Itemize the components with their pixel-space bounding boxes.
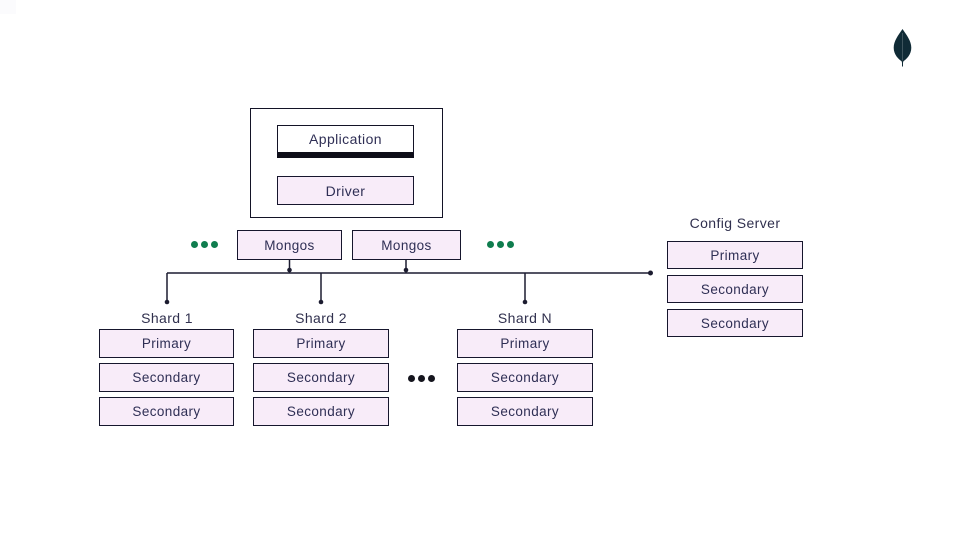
- ellipsis-dot: [211, 241, 218, 248]
- config-server-title: Config Server: [689, 215, 781, 231]
- driver-label: Driver: [325, 182, 366, 199]
- shard-n-connector: [522, 273, 528, 305]
- shard-n-secondary-2-label: Secondary: [490, 404, 560, 419]
- application-label: Application: [309, 131, 382, 147]
- ellipsis-dot: [418, 375, 425, 382]
- shard-n-node-secondary-1: Secondary: [457, 363, 593, 392]
- shard-1-primary-label: Primary: [141, 336, 192, 351]
- shard-ellipsis: [408, 375, 435, 382]
- shard-n-secondary-1-label: Secondary: [490, 370, 560, 385]
- ellipsis-dot: [507, 241, 514, 248]
- ellipsis-dot: [201, 241, 208, 248]
- shard-2-primary-label: Primary: [296, 336, 346, 351]
- shard-2-title: Shard 2: [295, 310, 347, 326]
- shard-2-node-secondary-1: Secondary: [253, 363, 389, 392]
- shard-n-primary-label: Primary: [500, 336, 550, 351]
- corner-artifact: [0, 0, 16, 14]
- mongos-2-connector: [403, 260, 409, 273]
- shard-1-title: Shard 1: [141, 310, 193, 326]
- mongos-2-label: Mongos: [381, 237, 432, 253]
- shard-2-secondary-1-label: Secondary: [286, 370, 356, 385]
- shard-1-secondary-1-label: Secondary: [132, 370, 201, 385]
- mongos-ellipsis-left: [191, 241, 218, 248]
- config-primary-label: Primary: [710, 247, 760, 263]
- shard-n-node-secondary-2: Secondary: [457, 397, 593, 426]
- shard-n-title: Shard N: [497, 310, 553, 326]
- shard-2-node-secondary-2: Secondary: [253, 397, 389, 426]
- shard-1-node-primary: Primary: [99, 329, 234, 358]
- mongodb-leaf-icon: [893, 29, 912, 67]
- mongos-node-1: Mongos: [237, 230, 342, 260]
- ellipsis-dot: [428, 375, 435, 382]
- shard-2-node-primary: Primary: [253, 329, 389, 358]
- shard-1-node-secondary-1: Secondary: [99, 363, 234, 392]
- mongos-node-2: Mongos: [352, 230, 461, 260]
- ellipsis-dot: [191, 241, 198, 248]
- shard-1-node-secondary-2: Secondary: [99, 397, 234, 426]
- config-node-secondary-2: Secondary: [667, 309, 803, 337]
- config-node-primary: Primary: [667, 241, 803, 269]
- config-secondary-1-label: Secondary: [700, 281, 770, 297]
- shard-n-node-primary: Primary: [457, 329, 593, 358]
- application-node: Application: [277, 125, 414, 158]
- shard-1-secondary-2-label: Secondary: [132, 404, 201, 419]
- config-node-secondary-1: Secondary: [667, 275, 803, 303]
- mongos-1-label: Mongos: [264, 237, 315, 253]
- shard-2-secondary-2-label: Secondary: [286, 404, 356, 419]
- shard-2-connector: [318, 273, 324, 305]
- ellipsis-dot: [408, 375, 415, 382]
- ellipsis-dot: [497, 241, 504, 248]
- bus-end-dot: [648, 270, 653, 276]
- mongos-ellipsis-right: [487, 241, 514, 248]
- config-secondary-2-label: Secondary: [700, 315, 770, 331]
- ellipsis-dot: [487, 241, 494, 248]
- shard-1-connector: [164, 273, 170, 305]
- router-shard-bus: [167, 270, 653, 276]
- driver-node: Driver: [277, 176, 414, 205]
- mongos-1-connector: [287, 260, 292, 273]
